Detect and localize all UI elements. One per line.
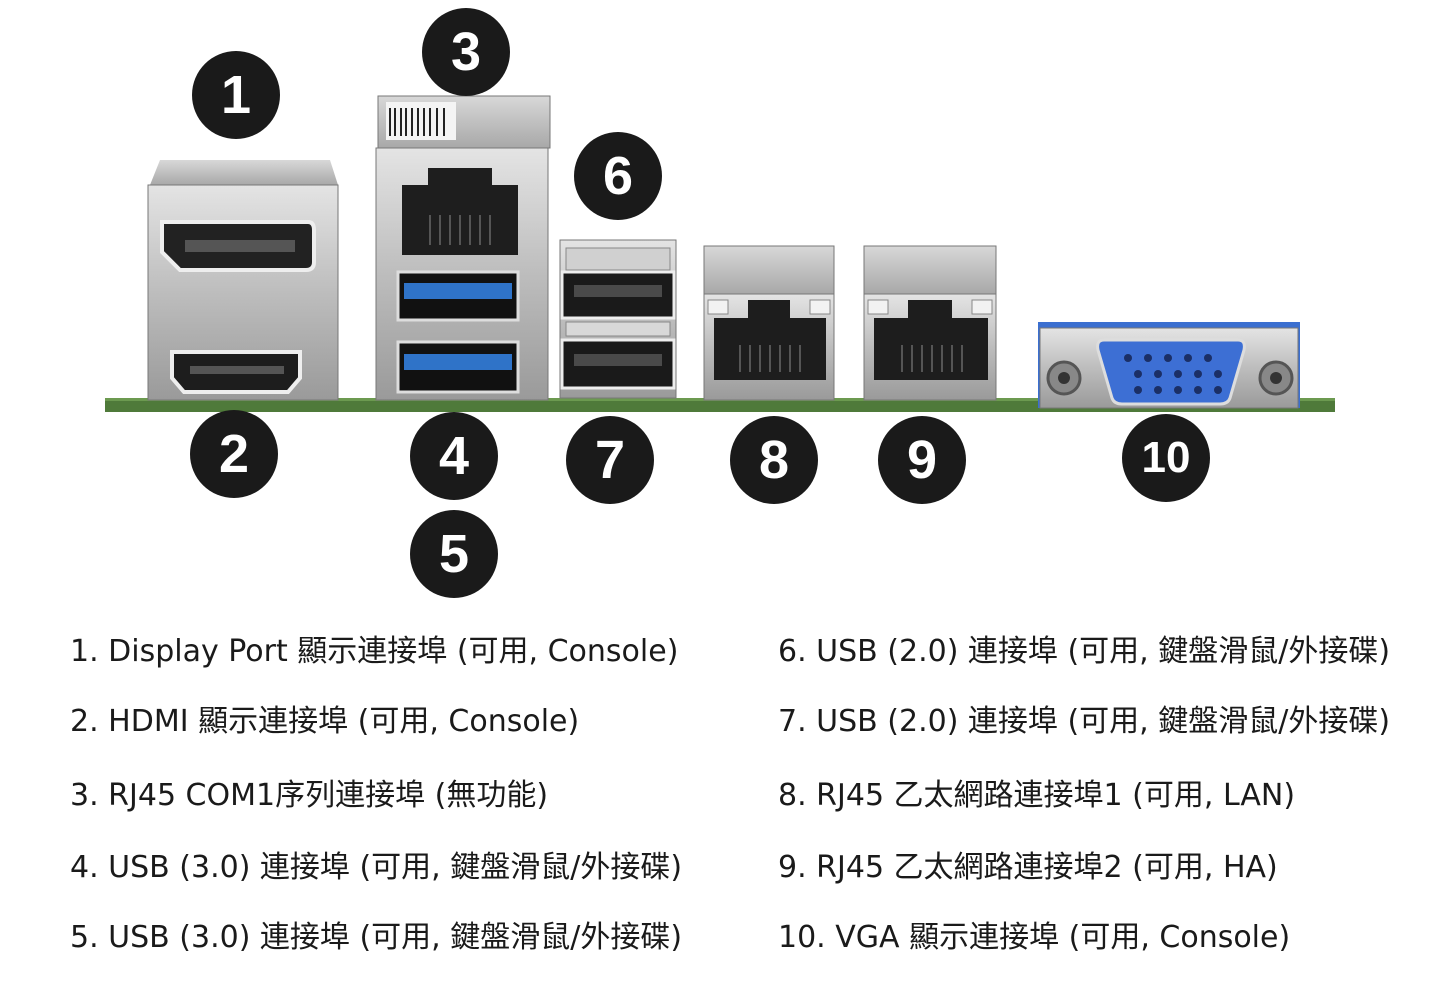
io-panel-diagram [105,95,1335,412]
legend-item-2: 2. HDMI 顯示連接埠 (可用, Console) [70,704,580,739]
badge-10: 10 [1122,414,1210,502]
badge-9: 9 [878,416,966,504]
badge-8: 8 [730,416,818,504]
port-legend: 1. Display Port 顯示連接埠 (可用, Console) 2. H… [0,610,1446,1000]
badge-5: 5 [410,510,498,598]
badge-7: 7 [566,416,654,504]
legend-item-6: 6. USB (2.0) 連接埠 (可用, 鍵盤滑鼠/外接碟) [778,634,1391,669]
legend-item-7: 7. USB (2.0) 連接埠 (可用, 鍵盤滑鼠/外接碟) [778,704,1391,739]
badge-4: 4 [410,412,498,500]
legend-item-9: 9. RJ45 乙太網路連接埠2 (可用, HA) [778,850,1278,885]
badge-2: 2 [190,410,278,498]
vga-connector [1038,322,1300,409]
rj45-lan1-connector [703,245,835,401]
legend-item-10: 10. VGA 顯示連接埠 (可用, Console) [778,920,1291,955]
legend-item-1: 1. Display Port 顯示連接埠 (可用, Console) [70,634,679,669]
legend-item-8: 8. RJ45 乙太網路連接埠1 (可用, LAN) [778,778,1296,813]
badge-6: 6 [574,132,662,220]
rj45-lan2-connector [863,245,997,401]
legend-item-4: 4. USB (3.0) 連接埠 (可用, 鍵盤滑鼠/外接碟) [70,850,683,885]
displayport-hdmi-connector [147,160,339,401]
badge-3: 3 [422,8,510,96]
rj45-com-usb3-connector [375,95,551,401]
badge-1: 1 [192,51,280,139]
usb2-connector [559,239,677,399]
pcb-board [105,398,1335,412]
legend-item-3: 3. RJ45 COM1序列連接埠 (無功能) [70,778,549,813]
legend-item-5: 5. USB (3.0) 連接埠 (可用, 鍵盤滑鼠/外接碟) [70,920,683,955]
